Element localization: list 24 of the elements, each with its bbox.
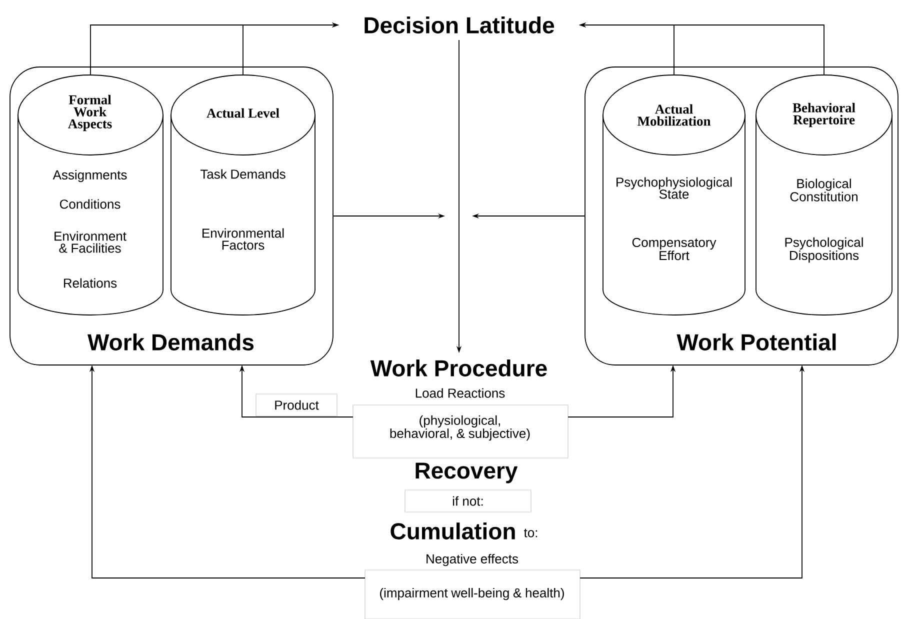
node-label: Environmental Factors [202,228,284,250]
note-text: to: [524,528,538,538]
node-label: Compensatory Effort [632,238,716,260]
heading-text: Work Procedure [370,360,547,376]
node-label: Assignments [52,170,127,182]
cylinder: Formal Work Aspects Assignments Conditions Environment & Facilities Relations [18,74,164,316]
text-panel: Load Reactions (physiological, behavioral, & subjective) [352,388,568,458]
cylinder: Behavioral Repertoire Biological Constitution Psychological Dispositions [756,74,892,316]
edge-label: Product [256,394,338,416]
cylinder: Actual Level Task Demands Environmental Factors [170,74,316,316]
heading-text: Cumulation [390,522,515,540]
node-label: Task Demands [200,169,286,179]
node-label: Load Reactions [416,388,505,398]
cylinder: Actual Mobilization Psychophysiological State Compensatory Effort [602,74,746,316]
text-panel: Negative effects (impairment well-being & health) [364,554,580,619]
note-text: if not: [404,490,532,512]
node-label: Biological Constitution [790,178,858,202]
node-label: Psychophysiological State [616,177,732,199]
heading-text: Decision Latitude [364,16,554,34]
node-label: Psychological Dispositions [785,237,863,263]
node-label: Negative effects [426,554,518,566]
node-label: Relations [64,278,117,288]
node-label: Environment & Facilities [54,231,126,253]
node-label: Conditions [60,199,120,209]
